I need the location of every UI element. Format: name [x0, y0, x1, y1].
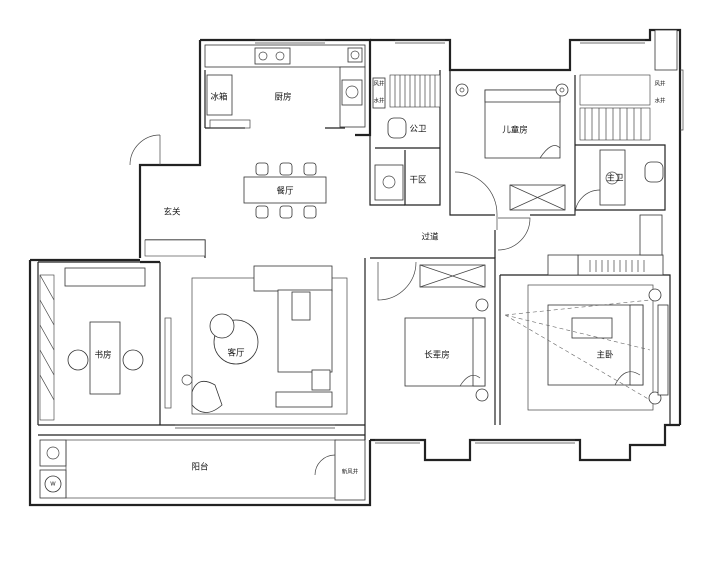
- label-elder-room: 长辈房: [424, 350, 450, 361]
- label-master-bath: 主卫: [606, 173, 624, 184]
- label-pipe-right: 水井: [654, 97, 666, 105]
- entry-door: [129, 134, 161, 166]
- room-labels: 厨房 冰箱 餐厅 玄关 书房 客厅 阳台 过道 干区 公卫 儿童房 主卫 长辈房…: [94, 80, 666, 476]
- label-corridor: 过道: [421, 232, 439, 243]
- living-furniture: [164, 265, 348, 415]
- label-public-bath: 公卫: [409, 125, 427, 135]
- label-fridge: 冰箱: [210, 92, 228, 103]
- label-balcony-vent: 新风井: [342, 468, 359, 476]
- closet: [547, 214, 664, 276]
- interior-doors: [377, 171, 601, 301]
- balcony-fixtures: W: [39, 439, 366, 501]
- desk: [89, 321, 121, 395]
- label-foyer: 玄关: [163, 207, 181, 218]
- label-master-bedroom: 主卧: [596, 350, 614, 361]
- master-bath: [579, 29, 678, 206]
- label-vent-right: 风井: [654, 80, 666, 88]
- sink: [341, 79, 363, 106]
- label-dry-area: 干区: [409, 176, 427, 186]
- stove: [254, 47, 291, 65]
- study-furniture: [39, 267, 146, 421]
- label-kitchen: 厨房: [274, 92, 291, 103]
- bathtub: [579, 74, 651, 106]
- toilet: [387, 117, 407, 139]
- laundry-sink: [39, 439, 67, 467]
- label-dining: 餐厅: [276, 187, 294, 197]
- elder-room-furniture: [404, 264, 489, 402]
- label-balcony: 阳台: [191, 462, 208, 473]
- label-pipe-left: 水井: [373, 97, 385, 105]
- wardrobe: [577, 254, 664, 276]
- public-bath: [372, 74, 441, 201]
- fridge: [206, 74, 233, 116]
- kids-room-furniture: [455, 83, 569, 211]
- kitchen-area: [204, 44, 366, 129]
- label-living: 客厅: [227, 348, 245, 359]
- label-kids-room: 儿童房: [502, 125, 528, 136]
- label-study: 书房: [94, 350, 111, 361]
- master-toilet: [644, 161, 664, 183]
- windows: [175, 39, 684, 444]
- outer-walls: [28, 28, 682, 507]
- dining-table: [243, 162, 327, 219]
- svg-text:W: W: [50, 482, 56, 488]
- label-vent-left: 风井: [373, 80, 385, 88]
- master-bedroom-furniture: [504, 284, 669, 411]
- vanity: [374, 164, 404, 201]
